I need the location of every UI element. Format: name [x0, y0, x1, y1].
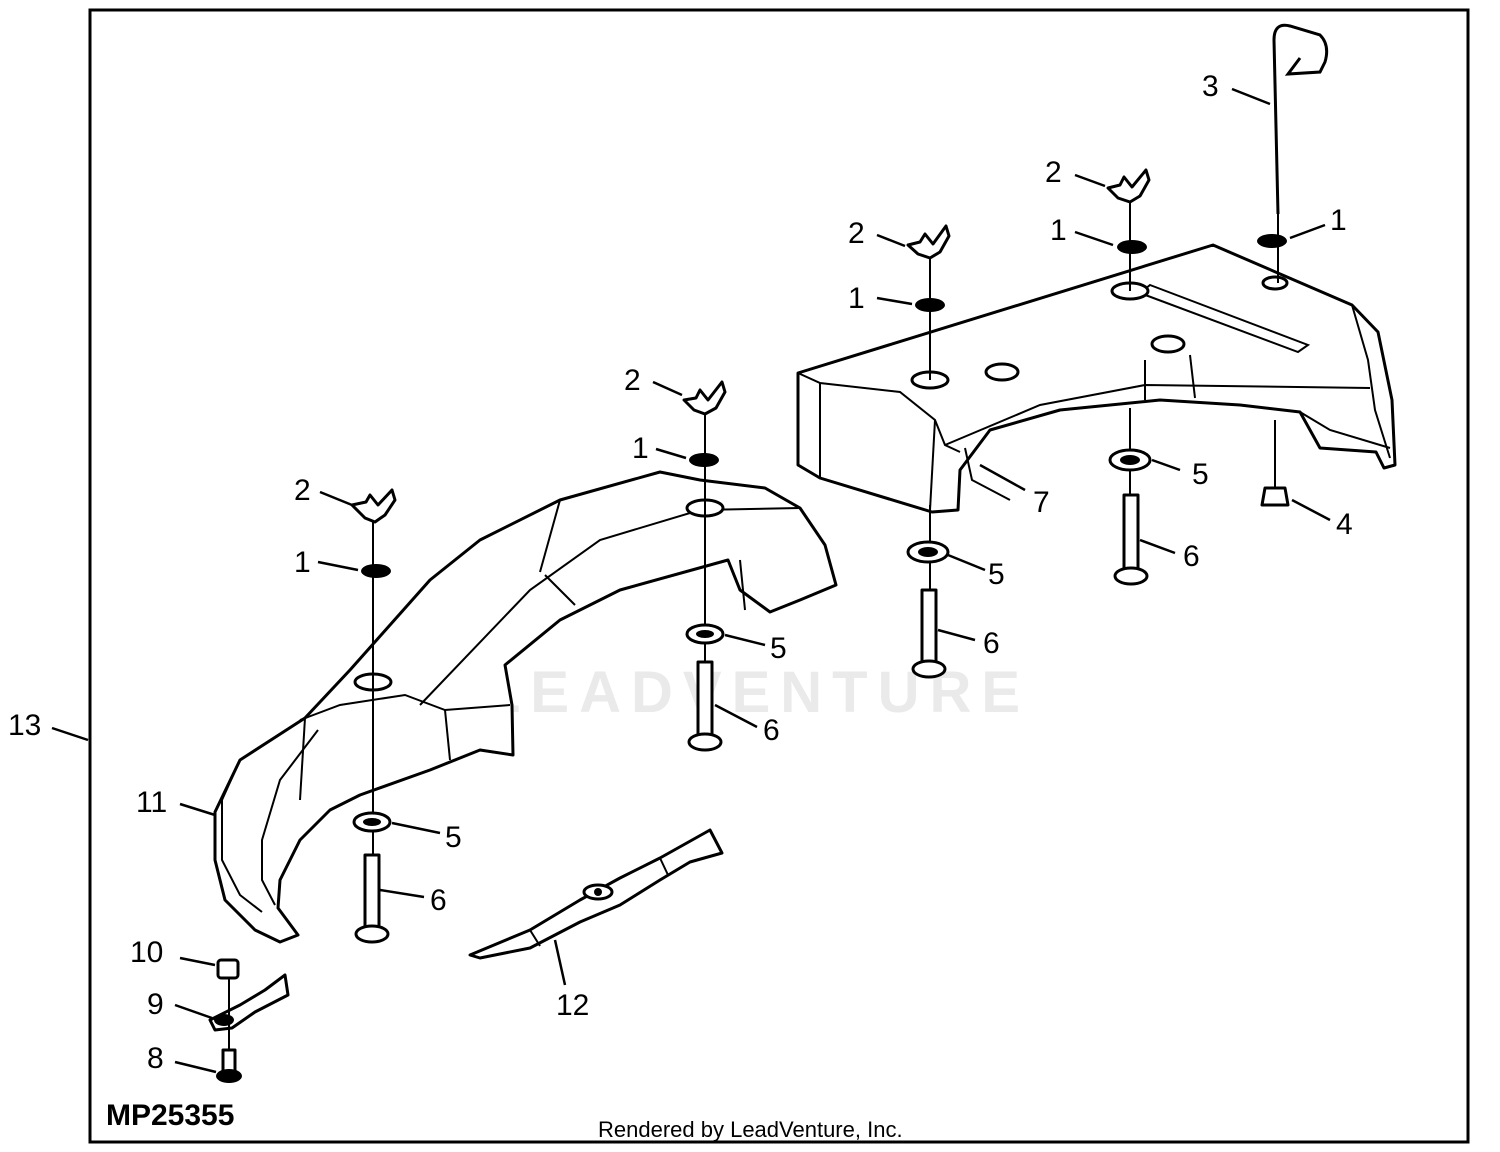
callout-11: 11	[136, 786, 167, 819]
watermark-text: LEADVENTURE	[485, 660, 1030, 725]
callout-1: 1	[848, 282, 865, 315]
callout-2: 2	[624, 364, 641, 397]
callout-6: 6	[763, 714, 780, 747]
callout-4: 4	[1336, 508, 1353, 541]
callout-10: 10	[130, 936, 163, 969]
washer-part-1	[361, 234, 1287, 578]
callout-12: 12	[556, 989, 589, 1022]
bracket-part-9	[208, 973, 290, 1032]
blade-part-12	[468, 828, 724, 960]
callout-5: 5	[1192, 458, 1209, 491]
left-baffle-part-11	[213, 470, 838, 944]
callout-6: 6	[430, 884, 447, 917]
callout-5: 5	[445, 821, 462, 854]
leader-lines	[51, 87, 1331, 1074]
callout-1: 1	[294, 546, 311, 579]
bolt-part-8	[216, 1048, 242, 1083]
callout-labels: 3 2 1 1 2 1 2 1 2 1 5 4 6 7 5 6 5 6 5 6 …	[8, 70, 1353, 1075]
callout-1: 1	[1050, 214, 1067, 247]
right-baffle-part-7	[796, 243, 1397, 514]
callout-5: 5	[988, 558, 1005, 591]
bolt-part-6	[354, 493, 1149, 944]
callout-2: 2	[848, 217, 865, 250]
callout-9: 9	[147, 988, 164, 1021]
callout-6: 6	[983, 627, 1000, 660]
callout-8: 8	[147, 1042, 164, 1075]
callout-3: 3	[1202, 70, 1219, 103]
nut-part-10	[216, 958, 240, 980]
callout-1: 1	[632, 432, 649, 465]
callout-6: 6	[1183, 540, 1200, 573]
render-credit: Rendered by LeadVenture, Inc.	[598, 1117, 903, 1142]
nut-part-4	[1260, 486, 1290, 507]
rod-part-3	[1272, 23, 1329, 283]
diagram-frame	[88, 8, 1470, 1144]
spacer-part-5	[352, 448, 1152, 833]
diagram-code: MP25355	[106, 1099, 234, 1132]
callout-5: 5	[770, 632, 787, 665]
callout-7: 7	[1033, 486, 1050, 519]
callout-1: 1	[1330, 204, 1347, 237]
callout-2: 2	[294, 474, 311, 507]
wing-nut-part-2	[350, 168, 1151, 524]
callout-13: 13	[8, 709, 41, 742]
callout-2: 2	[1045, 156, 1062, 189]
